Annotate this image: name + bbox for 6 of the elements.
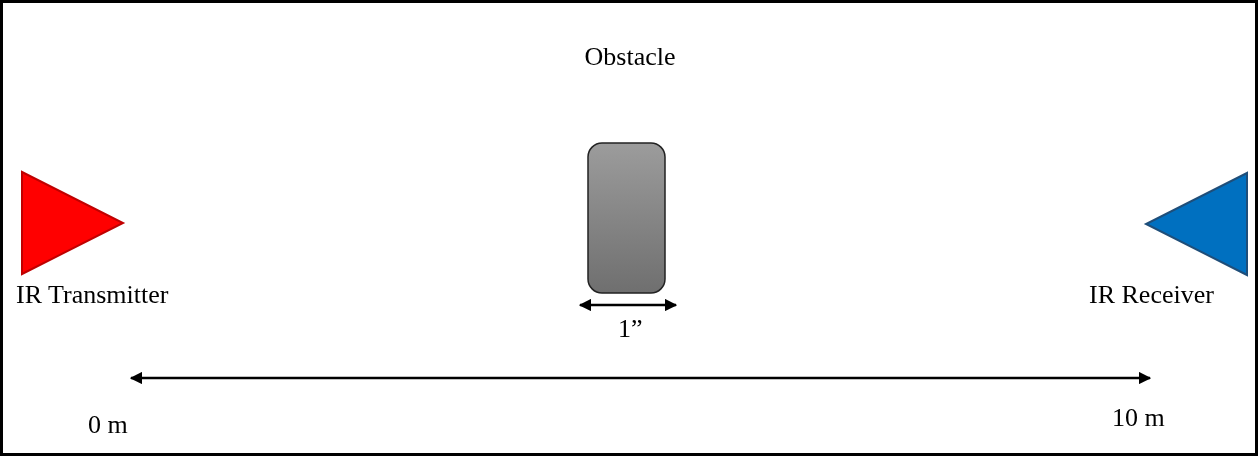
node-label: IR Receiver bbox=[1089, 282, 1214, 308]
width-label: 1” bbox=[618, 316, 643, 342]
distance-label: 10 m bbox=[1112, 405, 1165, 431]
node-label: Obstacle bbox=[583, 44, 677, 70]
node-label: IR Transmitter bbox=[16, 282, 169, 308]
distance-label: 0 m bbox=[88, 412, 128, 438]
